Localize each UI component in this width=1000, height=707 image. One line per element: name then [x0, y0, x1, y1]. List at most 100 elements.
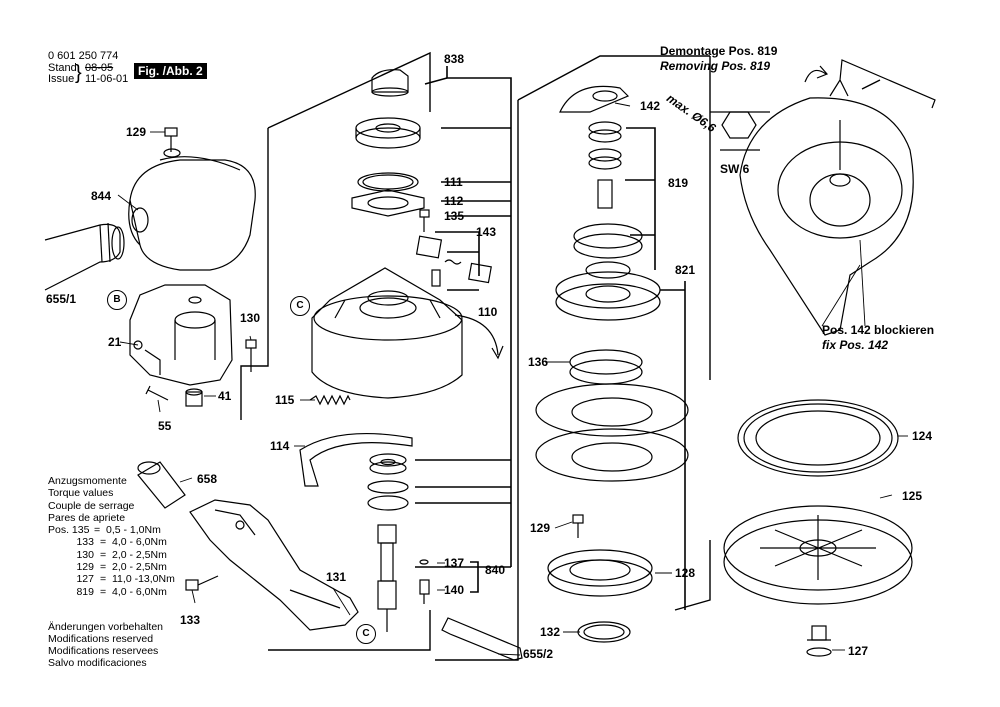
- flange-plate: [535, 383, 689, 482]
- callout-130: 130: [240, 311, 261, 325]
- torque-heading-de: Anzugsmomente: [48, 475, 127, 487]
- modifications-en: Modifications reserved: [48, 633, 154, 645]
- removal-title-en: Removing Pos. 819: [660, 59, 771, 73]
- torque-eq: =: [100, 548, 107, 561]
- callout-129-top: 129: [126, 125, 147, 139]
- modifications-fr: Modifications reservees: [48, 645, 159, 657]
- callout-844: 844: [91, 189, 112, 203]
- bearing-41: [185, 388, 203, 407]
- seal-ring-124: [737, 399, 899, 477]
- callout-658: 658: [197, 472, 218, 486]
- reference-marker-c-bottom: C: [356, 624, 376, 644]
- callout-136: 136: [528, 355, 549, 369]
- housing-131: [189, 499, 359, 631]
- callout-129-right: 129: [530, 521, 551, 535]
- sanding-pad-125: [723, 505, 913, 605]
- torque-row: 130 = 2,0 - 2,5Nm: [48, 549, 175, 561]
- torque-row: Pos. 135=0,5 - 1,0Nm: [48, 524, 175, 536]
- bearings-819: [588, 121, 622, 209]
- ring-132: [577, 621, 631, 643]
- motor-unit-21: [129, 284, 233, 386]
- torque-heading-es: Pares de apriete: [48, 511, 126, 524]
- torque-value: 11,0 -13,0Nm: [112, 573, 175, 586]
- modifications-note: Änderungen vorbehalten Modifications res…: [48, 621, 163, 669]
- callout-140: 140: [444, 583, 465, 597]
- gear-ring-large: [555, 271, 661, 321]
- spindle-shaft: [377, 524, 397, 632]
- torque-row: 819 = 4,0 - 6,0Nm: [48, 586, 175, 598]
- header-brace: }: [75, 62, 82, 84]
- date-new: 11-06-01: [85, 73, 129, 85]
- torque-value: 0,5 - 1,0Nm: [106, 524, 161, 537]
- callout-143: 143: [476, 225, 497, 239]
- modifications-de: Änderungen vorbehalten: [48, 621, 164, 633]
- cover-142: [559, 85, 630, 113]
- torque-heading-en: Torque values: [48, 487, 114, 500]
- modifications-es: Salvo modificaciones: [48, 657, 147, 669]
- leader-lines-removal: [821, 239, 866, 327]
- callout-133: 133: [180, 613, 201, 627]
- gear-bevel: [355, 117, 421, 149]
- torque-value: 4,0 - 6,0Nm: [112, 585, 167, 598]
- callout-840: 840: [485, 563, 506, 577]
- callout-132: 132: [540, 625, 561, 639]
- callout-111: 111: [444, 175, 463, 189]
- torque-pos: Pos. 135: [48, 524, 90, 537]
- torque-value: 2,0 - 2,5Nm: [112, 561, 167, 574]
- hex-key-655-2: [441, 617, 523, 661]
- torque-value: 2,0 - 2,5Nm: [112, 548, 167, 561]
- callout-55: 55: [158, 419, 172, 433]
- rings-center: [367, 480, 409, 511]
- torque-values-table: Anzugsmomente Torque values Couple de se…: [48, 475, 175, 598]
- torque-eq: =: [100, 561, 107, 574]
- bushing-658: [137, 461, 186, 509]
- assembly-bracket-lines: [415, 66, 686, 610]
- callout-115: 115: [275, 393, 295, 407]
- ring-136: [569, 349, 643, 385]
- torque-pos: 130: [76, 548, 94, 561]
- rotation-arrow-110: [454, 314, 504, 360]
- torque-row: 133=4,0 - 6,0Nm: [48, 536, 175, 548]
- spring-115: [309, 394, 351, 406]
- callout-21: 21: [108, 335, 122, 349]
- figure-label: Fig. /Abb. 2: [134, 63, 207, 79]
- callout-821: 821: [675, 263, 696, 277]
- callout-137: 137: [444, 556, 465, 570]
- callout-114: 114: [270, 439, 290, 453]
- wrench-size-label: SW 6: [720, 162, 750, 176]
- torque-eq: =: [100, 585, 107, 598]
- screw-130: [245, 339, 257, 372]
- screw-133: [185, 575, 219, 591]
- callout-128: 128: [675, 566, 696, 580]
- date-old: 08-05: [85, 62, 114, 74]
- torque-eq: =: [100, 573, 107, 586]
- callout-131: 131: [326, 570, 347, 584]
- callout-112: 112: [444, 194, 464, 208]
- hex-detail: [710, 111, 770, 151]
- band-114: [299, 432, 413, 487]
- screw-129b: [572, 514, 584, 538]
- screw-55: [145, 385, 169, 401]
- bearing-center: [369, 453, 407, 475]
- block-label-de: Pos. 142 blockieren: [822, 323, 935, 337]
- torque-heading-fr: Couple de serrage: [48, 499, 135, 512]
- side-handle-655-1: [44, 222, 125, 291]
- callout-142: 142: [640, 99, 661, 113]
- sanding-bearing-128: [547, 549, 653, 597]
- torque-pos: 127: [76, 573, 94, 586]
- screw-129: [164, 127, 178, 152]
- gear-housing: [311, 267, 463, 399]
- rotate-arrow-icon: [804, 65, 829, 83]
- ring-111: [357, 172, 419, 192]
- callout-127: 127: [848, 644, 869, 658]
- torque-pos: 819: [76, 585, 94, 598]
- torque-eq: =: [100, 536, 107, 549]
- screw-127: [806, 625, 832, 657]
- screw-135: [419, 209, 430, 232]
- part-number: 0 601 250 774: [48, 50, 119, 62]
- block-label-en: fix Pos. 142: [822, 338, 889, 352]
- callout-125: 125: [902, 489, 923, 503]
- callout-655-2: 655/2: [523, 647, 554, 661]
- removal-detail: [739, 59, 936, 336]
